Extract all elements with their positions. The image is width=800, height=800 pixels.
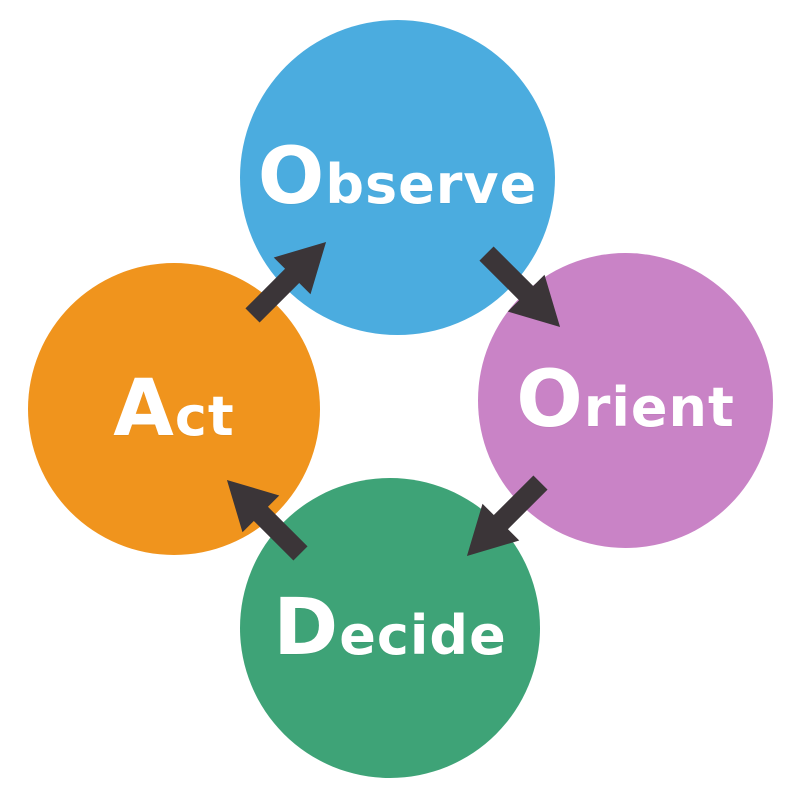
arrow-shape: [479, 246, 561, 328]
arrow-act-to-observe-icon: [230, 218, 350, 338]
node-orient-label: Orient: [516, 354, 735, 446]
arrow-shape: [466, 475, 548, 557]
node-act-label: Act: [113, 362, 235, 454]
arrow-orient-to-decide-icon: [443, 460, 563, 580]
node-decide-label: Decide: [273, 581, 507, 673]
node-act: Act: [28, 263, 320, 555]
arrow-decide-to-act-icon: [203, 456, 323, 576]
arrow-shape: [245, 241, 327, 323]
arrow-shape: [226, 479, 308, 561]
node-observe-label: Observe: [257, 131, 538, 223]
arrow-observe-to-orient-icon: [464, 231, 584, 351]
